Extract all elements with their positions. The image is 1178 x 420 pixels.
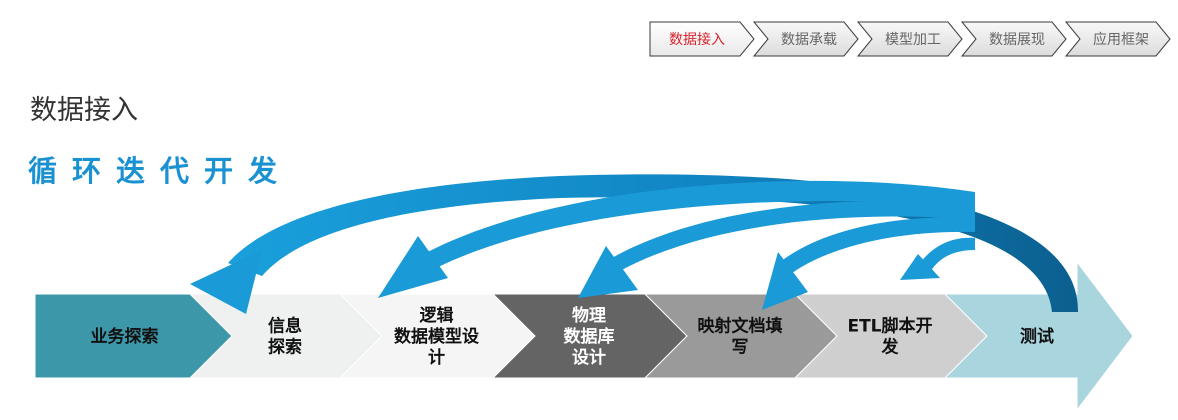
process-step-label: 逻辑数据模型设计 xyxy=(394,305,479,368)
feedback-arrowhead-3 xyxy=(378,236,448,298)
feedback-arrowhead-6 xyxy=(900,254,940,280)
feedback-arrow-to-step-3 xyxy=(420,180,975,268)
process-step-label-line: 信息 xyxy=(268,316,302,337)
page-subtitle: 循环迭代开发 xyxy=(28,154,293,188)
process-step-label-line: 设计 xyxy=(572,347,606,368)
process-step-label: 测试 xyxy=(1020,326,1054,347)
feedback-arrows xyxy=(190,174,1079,314)
nav-tab-label: 数据接入 xyxy=(669,31,725,48)
process-step-7 xyxy=(943,260,1134,412)
process-step-label-line: 发 xyxy=(881,337,900,358)
process-step-label-line: 探索 xyxy=(268,337,302,358)
process-step-label-line: 映射文档填 xyxy=(698,316,783,337)
process-step-label: ETL脚本开发 xyxy=(847,316,932,358)
nav-tab-2[interactable] xyxy=(752,21,859,57)
process-step-label-line: ETL脚本开 xyxy=(847,316,932,337)
page-title: 数据接入 xyxy=(30,95,138,126)
top-navigation: 数据接入 数据承载 模型加工 数据展现 应用框架 xyxy=(649,21,1171,57)
nav-tab-3[interactable] xyxy=(856,21,963,57)
process-step-label: 业务探索 xyxy=(91,326,159,347)
process-step-label-line: 数据模型设 xyxy=(394,326,479,347)
step-labels: 业务探索 信息探索 逻辑数据模型设计 物理数据库设计 映射文档填写 ETL脚本开发 测试 xyxy=(91,305,1055,368)
process-step-label: 映射文档填写 xyxy=(698,316,783,358)
process-step-label-line: 测试 xyxy=(1020,326,1054,347)
process-step-label: 物理数据库设计 xyxy=(564,305,615,368)
feedback-arrowhead-5 xyxy=(762,252,808,310)
feedback-arrowhead-4 xyxy=(578,246,638,298)
feedback-arrowhead-1 xyxy=(190,250,262,314)
process-step-label-line: 计 xyxy=(428,347,445,368)
process-step-label-line: 物理 xyxy=(572,305,606,326)
nav-tab-label: 应用框架 xyxy=(1093,31,1149,48)
process-step-label-line: 写 xyxy=(732,338,749,358)
process-step-label: 信息探索 xyxy=(268,316,302,358)
process-step-label-line: 逻辑 xyxy=(420,305,454,326)
nav-tab-label: 数据展现 xyxy=(989,32,1045,48)
process-steps xyxy=(34,260,1134,412)
process-step-label-line: 数据库 xyxy=(564,326,615,347)
nav-tab-1[interactable] xyxy=(649,21,755,57)
nav-tab-label: 数据承载 xyxy=(781,32,837,48)
nav-tab-label: 模型加工 xyxy=(885,32,941,48)
nav-tab-5[interactable] xyxy=(1064,21,1171,57)
nav-tab-4[interactable] xyxy=(960,21,1067,57)
feedback-arrow-to-step-6 xyxy=(918,237,975,272)
process-step-label-line: 业务探索 xyxy=(91,326,159,347)
feedback-arrow-to-step-4 xyxy=(605,200,975,272)
feedback-arrow-to-step-5 xyxy=(775,217,975,276)
